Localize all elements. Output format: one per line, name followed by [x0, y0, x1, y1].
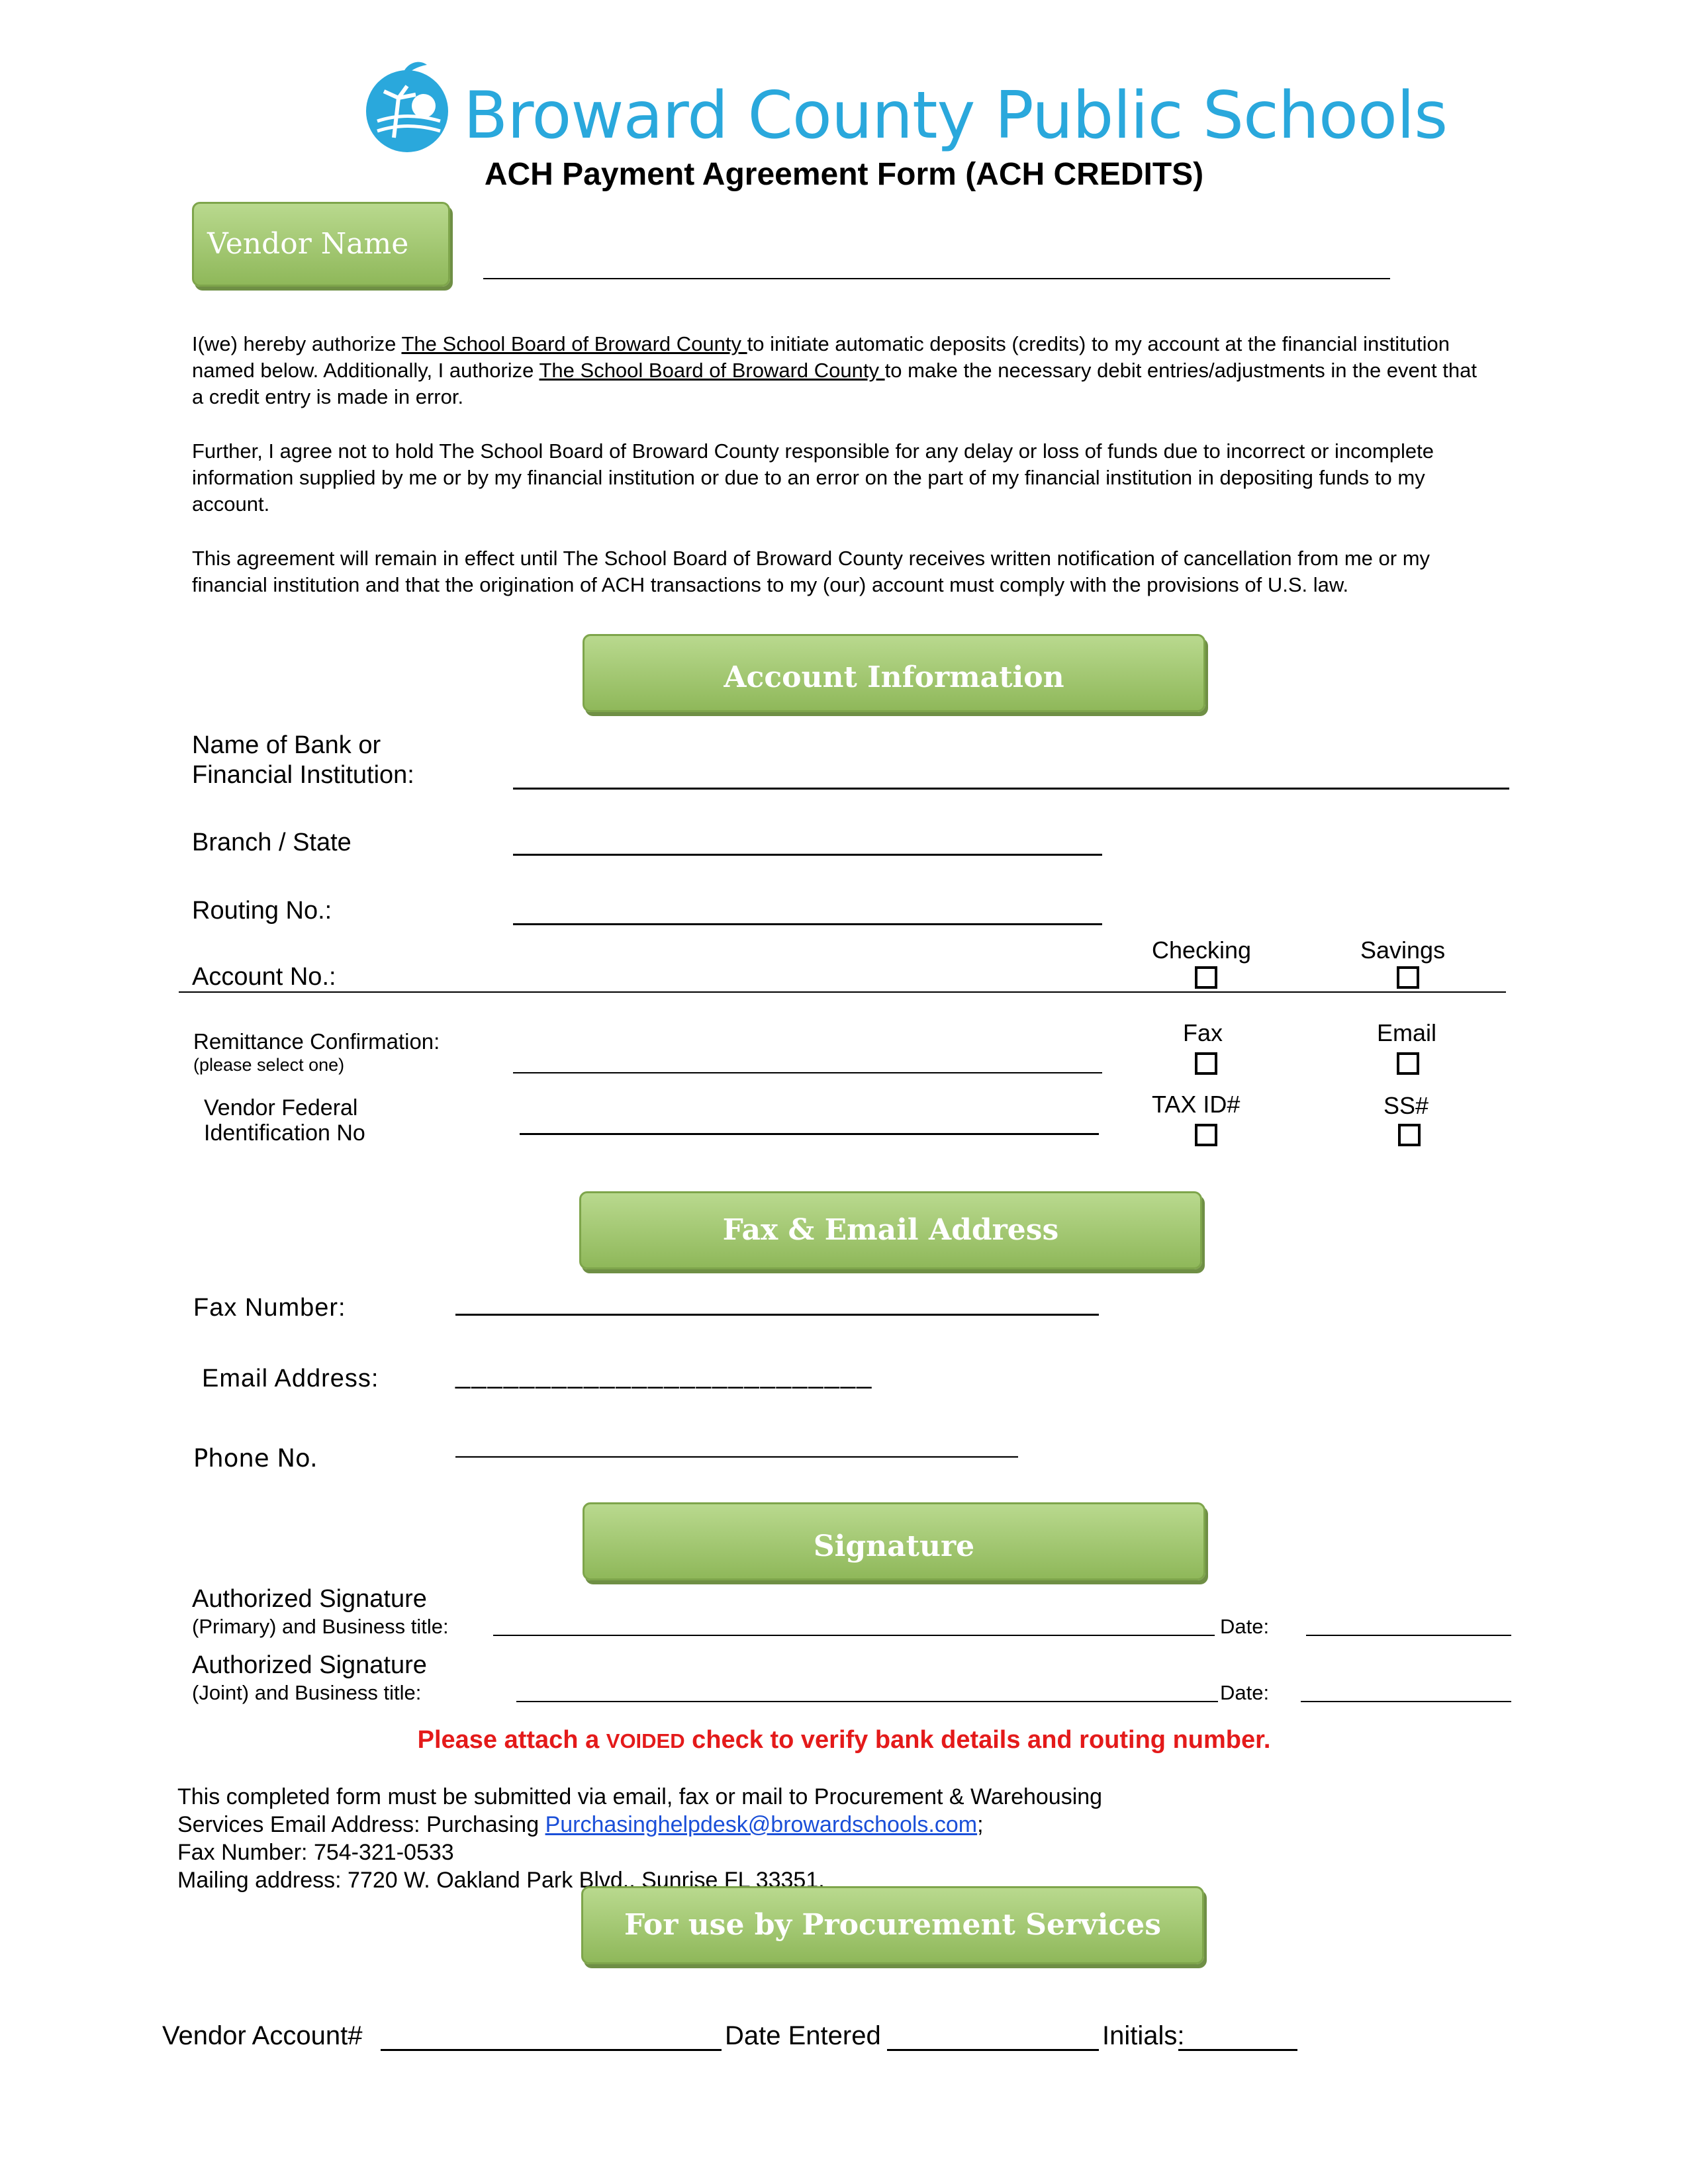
phone-number-label: Phone No.: [193, 1444, 318, 1473]
ss-option-label: SS#: [1383, 1092, 1429, 1119]
school-logo: [357, 58, 457, 158]
savings-label: Savings: [1360, 936, 1446, 964]
branch-state-field[interactable]: [513, 854, 1102, 856]
tax-id-checkbox[interactable]: [1195, 1124, 1217, 1146]
date-entered-label: Date Entered: [725, 2021, 881, 2050]
joint-signature-label-1: Authorized Signature: [192, 1651, 427, 1679]
routing-number-label: Routing No.:: [192, 897, 332, 925]
joint-signature-field[interactable]: [516, 1701, 1218, 1702]
primary-signature-label-2: (Primary) and Business title:: [192, 1615, 449, 1638]
form-title: ACH Payment Agreement Form (ACH CREDITS): [484, 157, 1204, 192]
initials-field[interactable]: [1178, 2049, 1297, 2051]
email-address-field[interactable]: __________________________: [455, 1360, 873, 1389]
savings-checkbox[interactable]: [1397, 966, 1419, 989]
bank-name-field[interactable]: [513, 788, 1509, 790]
fax-option-label: Fax: [1183, 1019, 1223, 1046]
primary-signature-field[interactable]: [493, 1635, 1215, 1636]
primary-signature-label-1: Authorized Signature: [192, 1585, 427, 1613]
agreement-paragraph-3: This agreement will remain in effect unt…: [192, 547, 1430, 596]
agreement-paragraph-2: Further, I agree not to hold The School …: [192, 439, 1434, 516]
agreement-paragraph-1: I(we) hereby authorize The School Board …: [192, 332, 1477, 408]
primary-date-label: Date:: [1220, 1615, 1270, 1638]
remittance-label: Remittance Confirmation:: [193, 1029, 440, 1054]
fax-number-field[interactable]: [455, 1314, 1099, 1316]
vendor-account-label: Vendor Account#: [162, 2021, 363, 2050]
vendor-name-label: Vendor Name: [192, 202, 450, 287]
joint-date-label: Date:: [1220, 1681, 1270, 1704]
org-name: Broward County Public Schools: [463, 78, 1448, 154]
joint-date-field[interactable]: [1301, 1701, 1511, 1702]
phone-number-field[interactable]: —————————————————————————: [455, 1443, 1018, 1468]
federal-id-label-2: Identification No: [204, 1120, 365, 1146]
submission-line-2: Services Email Address: Purchasing Purch…: [177, 1812, 984, 1837]
remittance-field[interactable]: [513, 1072, 1102, 1073]
bank-name-label-2: Financial Institution:: [192, 761, 414, 789]
account-number-field[interactable]: [179, 991, 1506, 993]
voided-check-notice: Please attach a VOIDED check to verify b…: [417, 1726, 1271, 1754]
date-entered-field[interactable]: [887, 2049, 1099, 2051]
joint-signature-label-2: (Joint) and Business title:: [192, 1681, 422, 1704]
procurement-email-link[interactable]: Purchasinghelpdesk@browardschools.com: [545, 1812, 978, 1837]
federal-id-field[interactable]: [520, 1133, 1099, 1135]
checking-label: Checking: [1152, 936, 1252, 964]
email-address-label: Email Address:: [202, 1365, 379, 1392]
email-checkbox[interactable]: [1397, 1052, 1419, 1075]
initials-label: Initials:: [1102, 2021, 1185, 2050]
ss-checkbox[interactable]: [1398, 1124, 1421, 1146]
remittance-hint: (please select one): [193, 1055, 345, 1075]
checking-checkbox[interactable]: [1195, 966, 1217, 989]
vendor-name-field[interactable]: [483, 278, 1390, 279]
section-account-information: Account Information: [583, 634, 1205, 712]
submission-fax: Fax Number: 754-321-0533: [177, 1840, 454, 1865]
federal-id-label-1: Vendor Federal: [204, 1095, 358, 1120]
bank-name-label-1: Name of Bank or: [192, 731, 381, 759]
fax-number-label: Fax Number:: [193, 1294, 346, 1322]
account-number-label: Account No.:: [192, 963, 336, 991]
branch-state-label: Branch / State: [192, 829, 352, 856]
routing-number-field[interactable]: [513, 923, 1102, 925]
vendor-account-field[interactable]: [381, 2049, 722, 2051]
tax-id-option-label: TAX ID#: [1152, 1091, 1241, 1118]
section-procurement: For use by Procurement Services: [581, 1886, 1204, 1964]
section-fax-email: Fax & Email Address: [579, 1191, 1202, 1269]
section-signature: Signature: [583, 1502, 1205, 1580]
submission-line-1: This completed form must be submitted vi…: [177, 1784, 1103, 1809]
email-option-label: Email: [1377, 1019, 1437, 1046]
primary-date-field[interactable]: [1306, 1635, 1511, 1636]
fax-checkbox[interactable]: [1195, 1052, 1217, 1075]
